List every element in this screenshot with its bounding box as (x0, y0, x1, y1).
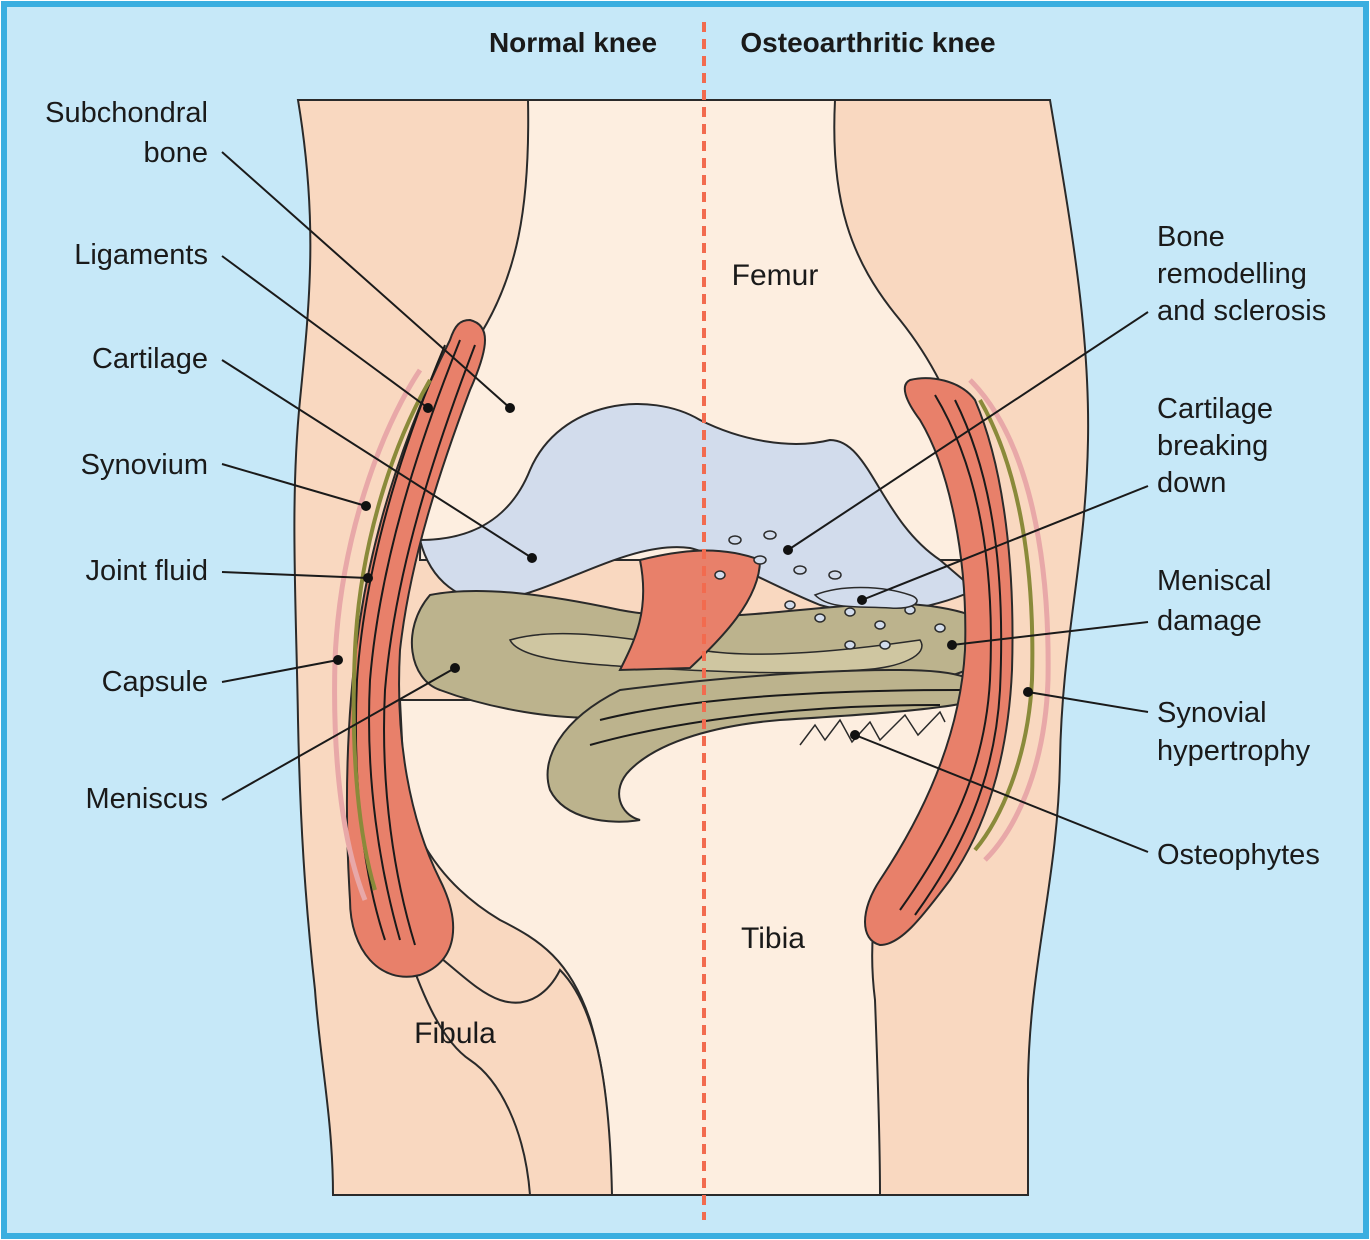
label-cartilage: Cartilage (92, 343, 208, 375)
label-synovial-hypertrophy-2: hypertrophy (1157, 735, 1311, 767)
label-subchondral-1: Subchondral (45, 97, 208, 129)
fibula-label: Fibula (414, 1017, 496, 1050)
label-ligaments: Ligaments (74, 239, 208, 271)
label-cartilage-breaking-1: Cartilage (1157, 393, 1273, 425)
tibia-label: Tibia (741, 922, 805, 955)
header-osteoarthritic-knee: Osteoarthritic knee (740, 27, 995, 58)
label-meniscus: Meniscus (86, 783, 209, 815)
header-normal-knee: Normal knee (489, 27, 657, 58)
femur-label: Femur (732, 259, 819, 292)
label-synovial-hypertrophy-1: Synovial (1157, 697, 1267, 729)
label-joint-fluid: Joint fluid (85, 555, 208, 587)
label-bone-remodelling-3: and sclerosis (1157, 295, 1326, 327)
label-subchondral-2: bone (143, 137, 208, 169)
label-meniscal-damage-2: damage (1157, 605, 1262, 637)
label-capsule: Capsule (102, 666, 208, 698)
label-meniscal-damage-1: Meniscal (1157, 565, 1271, 597)
label-cartilage-breaking-2: breaking (1157, 430, 1268, 462)
label-osteophytes: Osteophytes (1157, 839, 1320, 871)
label-synovium: Synovium (81, 449, 208, 481)
label-bone-remodelling-2: remodelling (1157, 258, 1307, 290)
label-cartilage-breaking-3: down (1157, 467, 1226, 499)
label-bone-remodelling-1: Bone (1157, 221, 1225, 253)
